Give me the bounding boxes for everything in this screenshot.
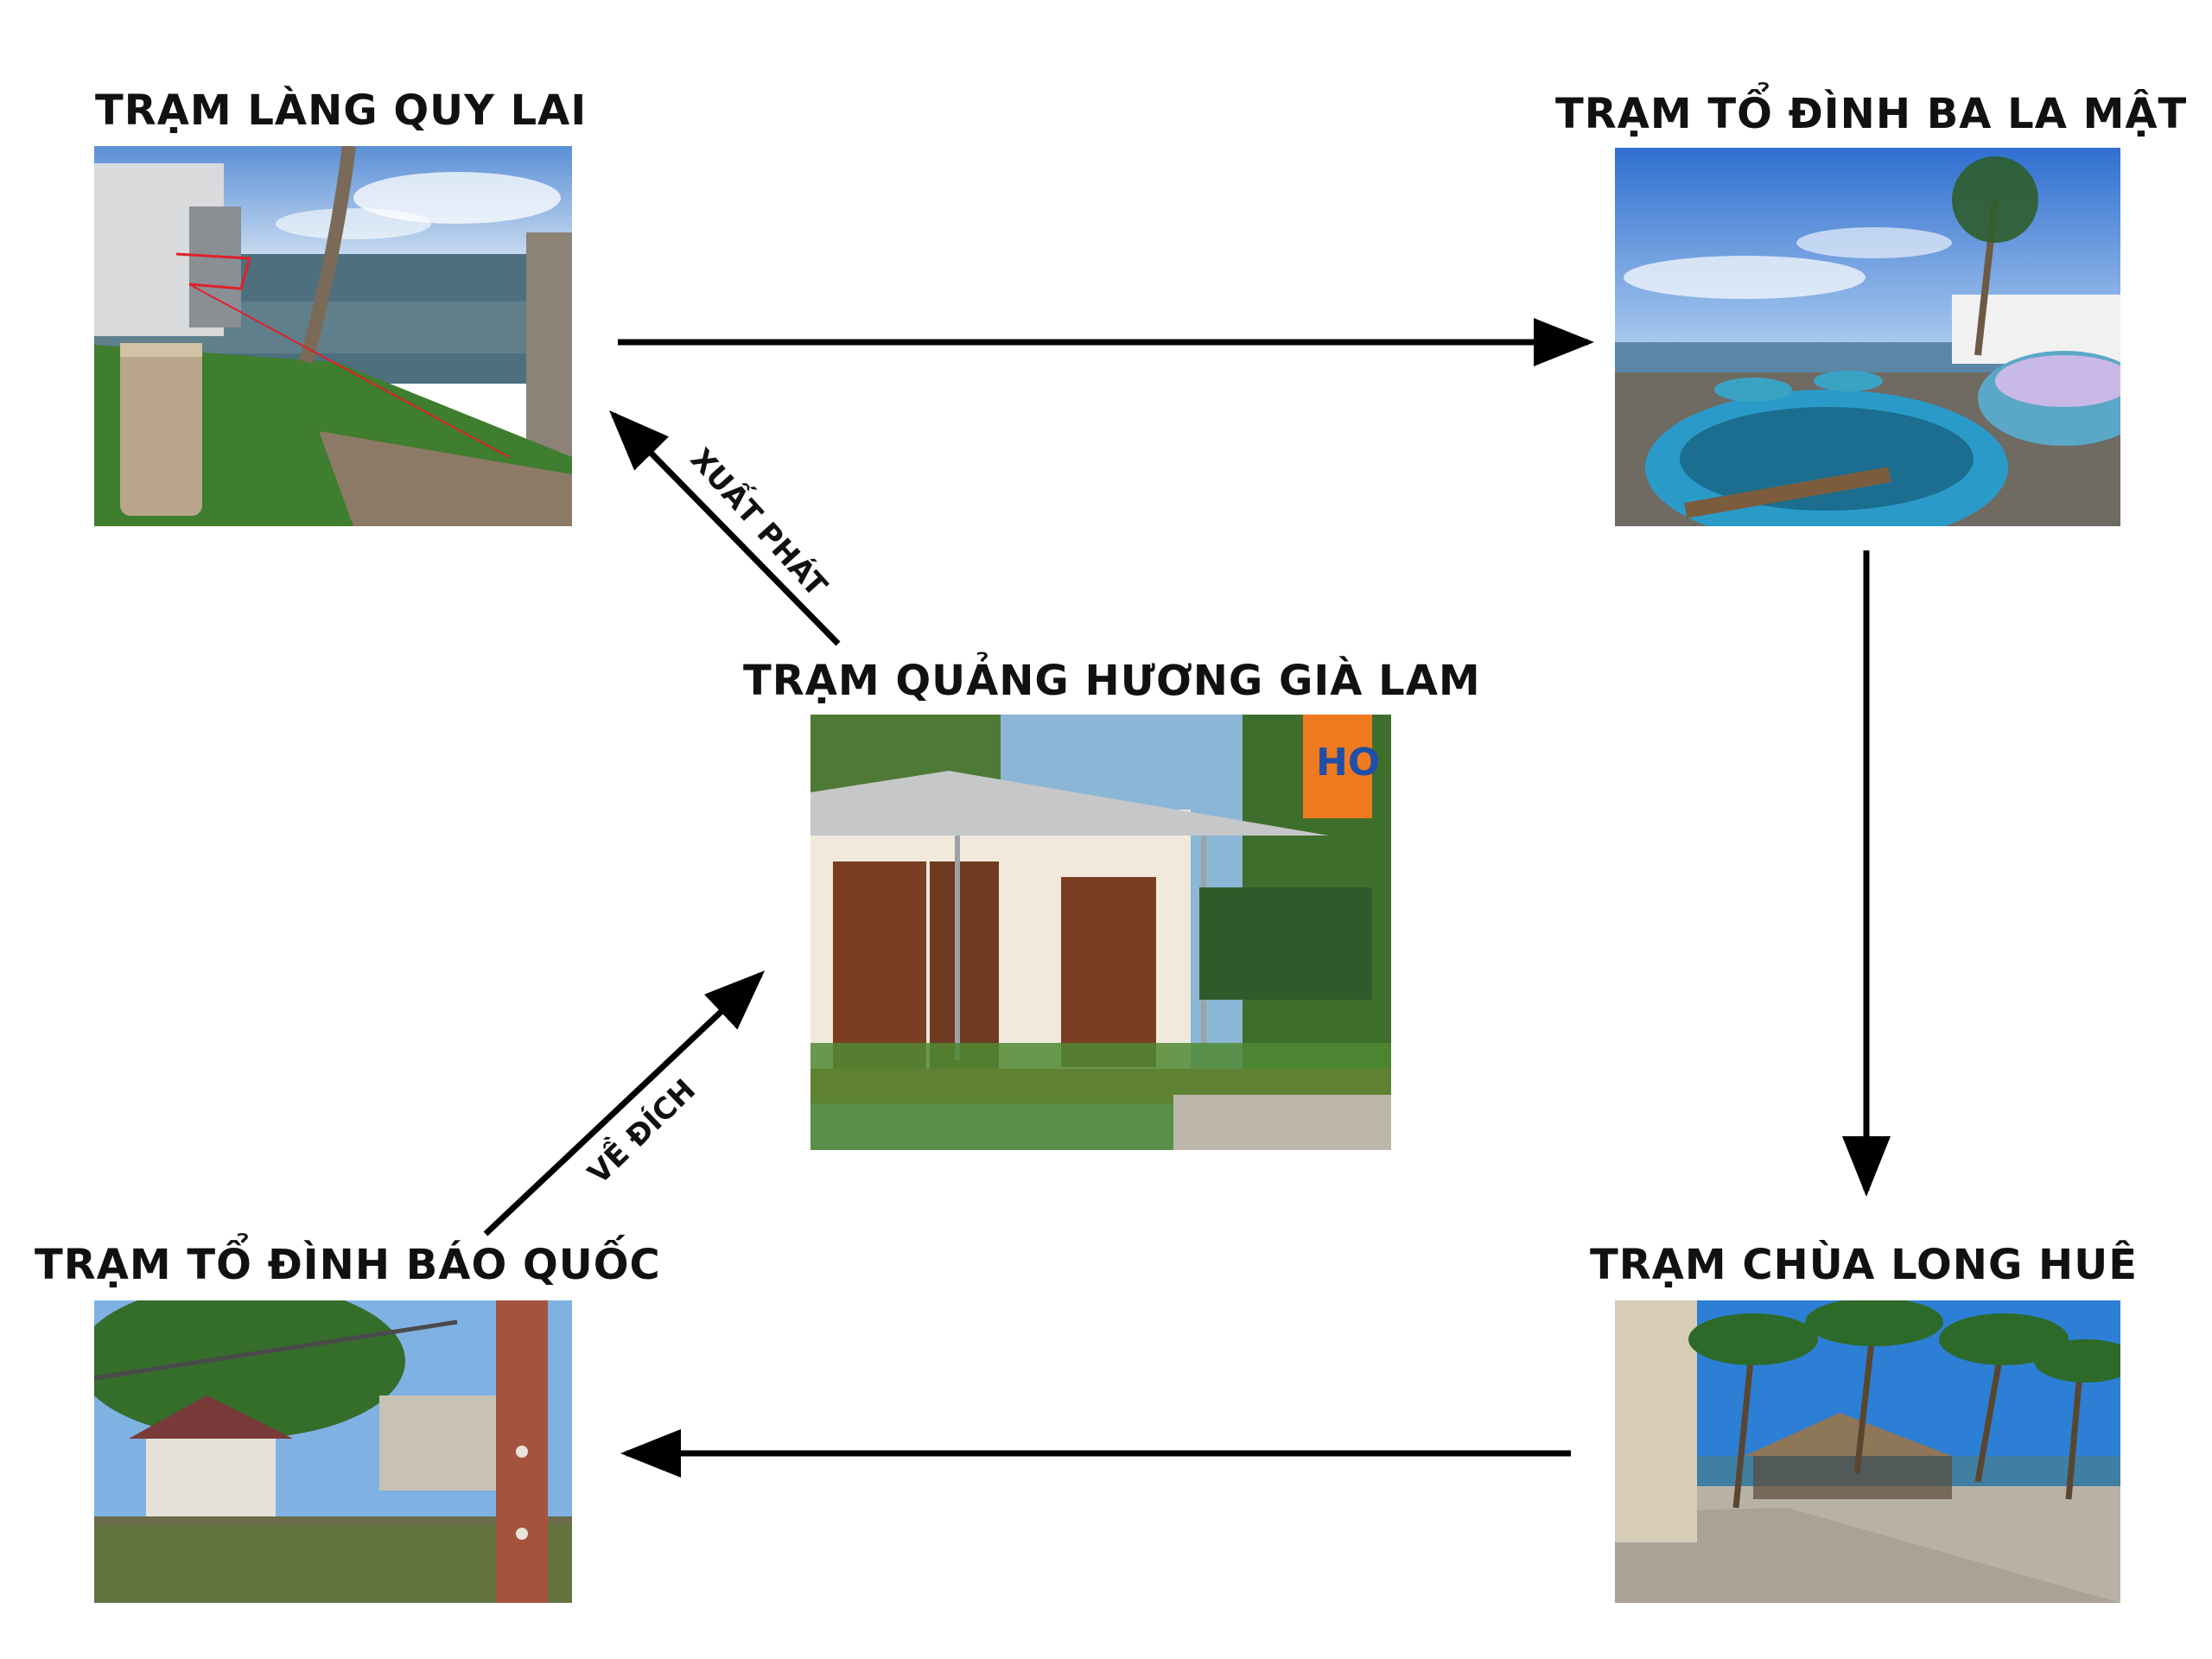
station-title-long-hue: TRẠM CHÙA LONG HUÊ [1590, 1241, 2138, 1289]
photo-quy-lai [94, 146, 572, 526]
arrow-bao-quoc-to-quang-huong [483, 970, 766, 1236]
photo-quang-huong: HO [810, 715, 1391, 1150]
hotel-sign-text: HO [1316, 741, 1380, 785]
station-title-quy-lai: TRẠM LÀNG QUY LAI [95, 86, 588, 135]
station-title-quang-huong: TRẠM QUẢNG HƯƠNG GIÀ LAM [743, 657, 1481, 705]
photo-bao-quoc [94, 1300, 572, 1603]
station-title-bao-quoc: TRẠM TỔ ĐÌNH BÁO QUỐC [35, 1241, 661, 1289]
station-title-ba-la-mat: TRẠM TỔ ĐÌNH BA LA MẬT [1555, 90, 2188, 138]
photo-long-hue [1615, 1300, 2120, 1603]
photo-ba-la-mat [1615, 148, 2120, 526]
arrow-quang-huong-to-quy-lai [609, 410, 841, 646]
